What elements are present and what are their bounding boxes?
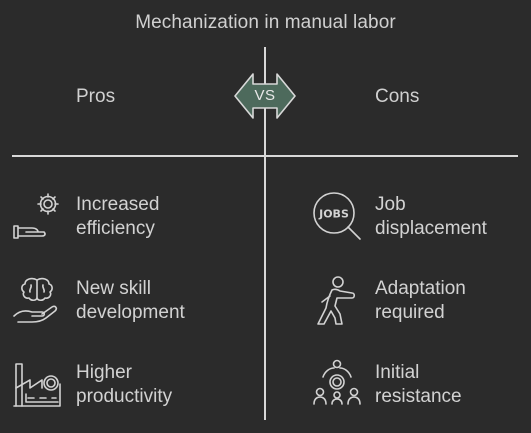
jobs-search-icon: JOBS [312, 192, 364, 244]
pro-item-higher-productivity: Higher productivity [76, 362, 173, 407]
vs-label: VS [254, 87, 276, 104]
con-item-adaptation-required: Adaptation required [375, 278, 466, 323]
gear-hand-icon [12, 192, 64, 242]
con-item-job-displacement: Job displacement [375, 194, 487, 239]
horizontal-divider [12, 155, 518, 157]
page-title: Mechanization in manual labor [135, 12, 396, 33]
con-item-initial-resistance: Initial resistance [375, 362, 462, 407]
pro-item-increased-efficiency: Increased efficiency [76, 194, 160, 239]
factory-icon [12, 358, 64, 410]
vertical-divider [264, 47, 266, 420]
jobs-icon-text: JOBS [318, 208, 349, 221]
pro-item-new-skill-development: New skill development [76, 278, 185, 323]
brain-hand-icon [12, 276, 64, 326]
double-arrow-icon [234, 73, 296, 119]
person-adapting-icon [312, 274, 364, 328]
group-gear-icon [312, 358, 364, 410]
pros-header: Pros [76, 86, 116, 107]
vs-badge: VS [234, 72, 296, 120]
cons-header: Cons [375, 86, 420, 107]
